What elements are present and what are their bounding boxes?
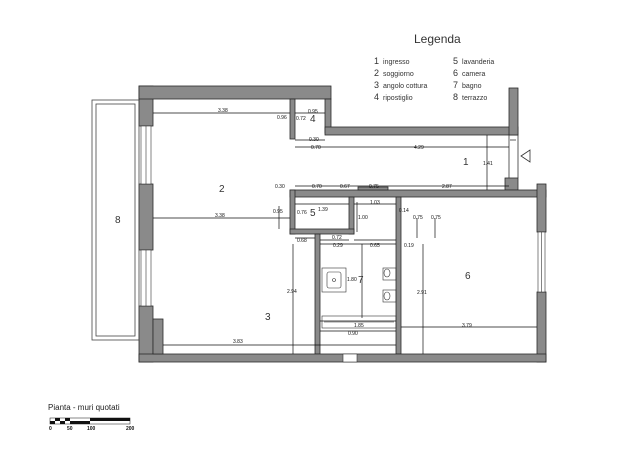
bathroom-fixtures (321, 267, 397, 329)
scale-bar (49, 417, 131, 425)
legend-item-number: 7 (453, 80, 459, 90)
room-number-camera: 6 (465, 271, 471, 282)
entrance-arrow-icon (520, 149, 531, 163)
dim-label: 3.38 (218, 108, 228, 114)
dim-label: 1.41 (483, 161, 493, 167)
dim-label: 2.91 (417, 290, 427, 296)
room-number-bagno: 7 (358, 275, 364, 286)
legend-item-number: 4 (374, 92, 380, 102)
windows (140, 125, 546, 363)
dim-label: 0.75 (413, 215, 423, 221)
dim-label: 0.72 (296, 116, 306, 122)
dim-label: 0.75 (369, 184, 379, 190)
room-number-ingresso: 1 (463, 157, 469, 168)
dim-label: 0.70 (312, 184, 322, 190)
dim-label: 0.30 (309, 137, 319, 143)
legend-item-label: terrazzo (462, 95, 488, 102)
plan-caption: Pianta - muri quotati (48, 403, 120, 412)
legend-item-label: lavanderia (462, 59, 495, 66)
dim-label: 0.90 (348, 331, 358, 337)
dim-label: 0.70 (311, 145, 321, 151)
dim-label: 0.14 (399, 208, 409, 214)
dim-label: 0.96 (277, 115, 287, 121)
dim-label: 1.39 (318, 207, 328, 213)
scale-label: 100 (87, 426, 96, 432)
room-number-ripostiglio: 4 (310, 114, 316, 125)
legend-item-number: 2 (374, 68, 380, 78)
dim-label: 0.95 (308, 109, 318, 115)
dim-label: 1.00 (358, 215, 368, 221)
legend-item-label: soggiorno (383, 71, 414, 78)
dim-label: 3.79 (462, 323, 472, 329)
dim-label: 0.75 (431, 215, 441, 221)
legend-item-number: 5 (453, 56, 459, 66)
legend-item-label: bagno (462, 83, 482, 90)
legend-item-label: angolo cottura (383, 83, 428, 90)
legend-item-label: ripostiglio (383, 95, 413, 102)
dim-label: 3.38 (215, 213, 225, 219)
dim-label: 1.80 (347, 277, 357, 283)
dim-label: 0.76 (297, 210, 307, 216)
scale-label: 50 (67, 426, 73, 432)
dim-label: 0.29 (333, 243, 343, 249)
dim-label: 0.67 (340, 184, 350, 190)
entrance-door (508, 135, 519, 178)
dim-label: 1.85 (354, 323, 364, 329)
terrace (91, 99, 140, 341)
dim-label: 3.83 (233, 339, 243, 345)
legend-item-label: ingresso (383, 59, 410, 66)
room-number-angolo-cottura: 3 (265, 312, 271, 323)
dim-label: 0.65 (370, 243, 380, 249)
room-number-lavanderia: 5 (310, 208, 316, 219)
legend-item-number: 1 (374, 56, 380, 66)
legend-title: Legenda (414, 32, 461, 46)
walls (138, 85, 547, 363)
legend-item-label: camera (462, 71, 486, 78)
scale-label: 0 (49, 426, 52, 432)
dim-label: 1.03 (370, 200, 380, 206)
dim-label: 0.95 (273, 209, 283, 215)
dim-label: 4.29 (414, 145, 424, 151)
dim-label: 0.72 (332, 235, 342, 241)
legend-item-number: 3 (374, 80, 380, 90)
room-number-soggiorno: 2 (219, 184, 225, 195)
scale-label: 200 (126, 426, 135, 432)
room-number-terrazzo: 8 (115, 215, 121, 226)
dim-label: 0.68 (297, 238, 307, 244)
legend-item-number: 8 (453, 92, 459, 102)
dim-label: 0.30 (275, 184, 285, 190)
room-numbers: 1 2 3 4 5 6 7 8 (115, 114, 471, 323)
dimension-lines (153, 112, 537, 354)
dim-label: 2.87 (442, 184, 452, 190)
dim-label: 0.19 (404, 243, 414, 249)
dim-label: 2.94 (287, 289, 297, 295)
dimension-labels: 3.38 0.96 0.72 0.95 0.30 0.70 4.29 1.41 … (215, 108, 493, 345)
legend-item-number: 6 (453, 68, 459, 78)
